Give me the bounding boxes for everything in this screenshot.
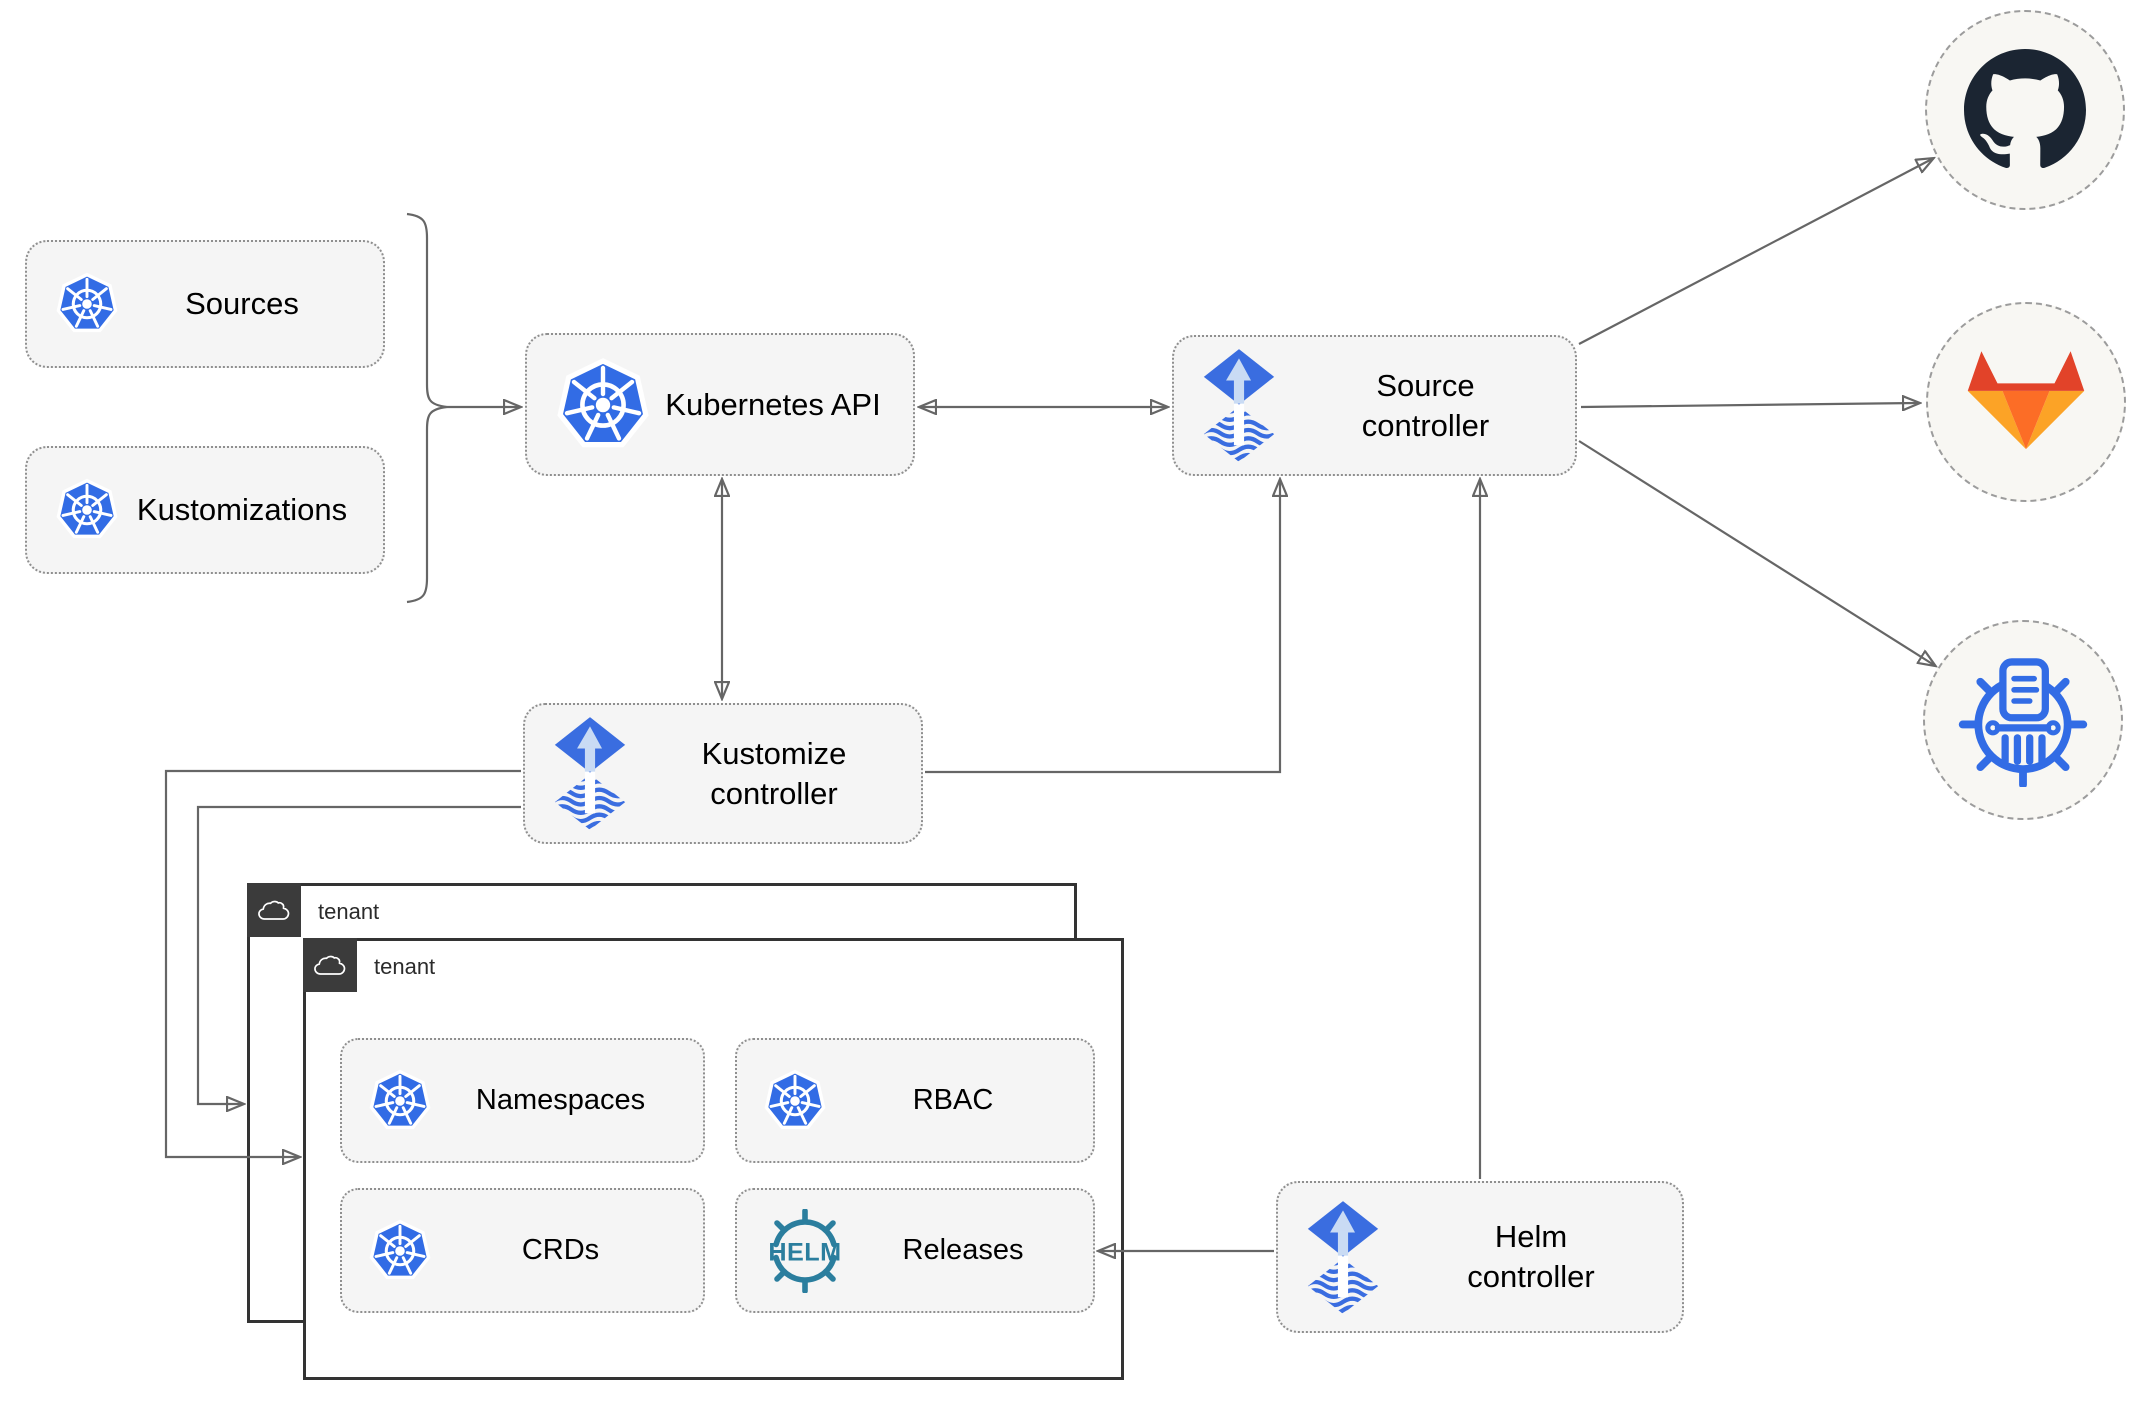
kubernetes-icon	[555, 357, 651, 453]
kubernetes-api-label: Kubernetes API	[665, 386, 881, 422]
helm-wordmark: HELM	[768, 1238, 841, 1266]
helm-repository-node	[1923, 620, 2123, 820]
flux-icon	[553, 717, 627, 830]
flux-icon	[1202, 349, 1276, 462]
helm-icon: HELM	[768, 1208, 841, 1293]
kubernetes-icon	[55, 272, 119, 336]
source-controller-node: Source controller	[1172, 335, 1577, 476]
kubernetes-icon	[763, 1069, 827, 1133]
kubernetes-api-node: Kubernetes API	[525, 333, 915, 476]
tenant-front-tab	[303, 938, 357, 992]
gitlab-icon	[1967, 351, 2085, 450]
cloud-icon	[314, 955, 346, 976]
rbac-node: RBAC	[735, 1038, 1095, 1163]
connector-kustomize-controller-to-source-controller	[925, 481, 1280, 774]
kubernetes-icon	[368, 1219, 432, 1283]
kubernetes-icon	[368, 1069, 432, 1133]
github-node	[1925, 10, 2125, 210]
crds-node: CRDs	[340, 1188, 705, 1313]
connector-source-controller-to-helm-repository	[1578, 440, 1934, 665]
tenant-front-label: tenant	[374, 954, 436, 979]
connector-source-controller-to-github	[1578, 159, 1932, 345]
sources-node: Sources	[25, 240, 385, 368]
rbac-label: RBAC	[912, 1084, 994, 1116]
namespaces-node: Namespaces	[340, 1038, 705, 1163]
source-controller-label: Source controller	[1361, 367, 1490, 443]
kustomize-controller-label: Kustomize controller	[701, 735, 847, 811]
crds-label: CRDs	[521, 1234, 600, 1266]
brace-sources-kustomizations	[406, 212, 448, 604]
helm-controller-label: Helm controller	[1467, 1219, 1595, 1294]
tenant-back-label: tenant	[318, 899, 380, 924]
helm-repository-icon	[1958, 658, 2088, 787]
cloud-icon	[258, 900, 290, 921]
kustomize-controller-node: Kustomize controller	[523, 703, 923, 844]
kubernetes-icon	[55, 478, 119, 542]
flux-icon	[1306, 1201, 1380, 1314]
kustomizations-node: Kustomizations	[25, 446, 385, 574]
gitlab-node	[1926, 302, 2126, 502]
helm-controller-node: Helm controller	[1276, 1181, 1684, 1333]
releases-node: HELM Releases	[735, 1188, 1095, 1313]
github-icon	[1964, 49, 2086, 168]
namespaces-label: Namespaces	[475, 1084, 646, 1116]
releases-label: Releases	[902, 1234, 1024, 1266]
kustomizations-label: Kustomizations	[136, 492, 348, 528]
sources-label: Sources	[185, 286, 299, 322]
connector-source-controller-to-gitlab	[1580, 403, 1918, 407]
tenant-back-tab	[247, 883, 301, 937]
